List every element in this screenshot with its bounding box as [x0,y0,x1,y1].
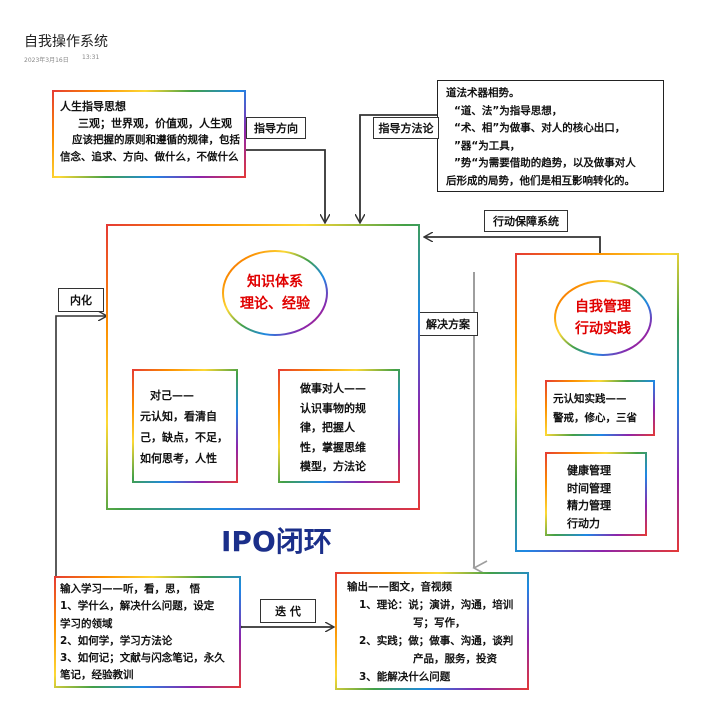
life-guide-line: 信念、追求、方向、做什么，不做什么 [60,151,239,163]
input-line: 输入学习——听，看，思， 悟 [60,583,201,595]
arrow-guide-direction [246,149,325,222]
label-guide-direction: 指导方向 [246,117,306,139]
input-line: 笔记，经验教训 [60,669,134,682]
dao-fa-line: 后形成的局势，他们是相互影响转化的。 [446,174,635,187]
input-line: 1、学什么，解决什么问题，设定 [60,600,215,613]
self-box: 对己—— 元认知，看清自 己，缺点，不足， 如何思考，人性 [132,369,238,483]
label-action-support: 行动保障系统 [484,210,568,232]
output-line: 2、实践；做；做事、沟通，谈判 [359,635,514,647]
management-list-box: 健康管理 时间管理 精力管理 行动力 [545,452,647,536]
knowledge-title: 知识体系 [247,274,303,290]
arrow-action-support [425,237,601,253]
others-line: 做事对人—— [300,382,366,395]
output-line: 3、能解决什么问题 [359,671,451,683]
others-line: 律，把握人 [300,421,355,434]
input-line: 3、如何记；文献与闪念笔记，永久 [60,652,225,665]
output-box: 输出——图文，音视频 1、理论：说；演讲，沟通，培训 写；写作， 2、实践；做；… [335,572,529,690]
self-management-title: 自我管理 [575,299,631,315]
output-line: 产品，服务，投资 [413,653,497,665]
arrow-internalize [55,316,106,576]
self-management-subtitle: 行动实践 [575,321,631,337]
label-iterate: 迭 代 [260,599,316,623]
management-item: 行动力 [567,516,600,530]
meta-practice-line: 警戒，修心，三省 [553,412,637,424]
self-line: 对己—— [150,389,194,402]
note-date: 2023年3月16日 [24,57,69,64]
others-line: 性，掌握思维 [300,440,366,454]
others-box: 做事对人—— 认识事物的规 律，把握人 性，掌握思维 模型，方法论 [278,369,400,483]
life-guide-title: 人生指导思想 [60,100,126,113]
page-title: 自我操作系统 [24,34,108,50]
knowledge-circle: 知识体系 理论、经验 [222,250,328,336]
management-item: 健康管理 [567,464,611,477]
others-line: 认识事物的规 [300,401,366,415]
management-item: 时间管理 [567,481,611,495]
self-line: 如何思考，人性 [140,452,217,465]
dao-fa-line: “道、法”为指导思想， [454,104,563,117]
self-line: 元认知，看清自 [140,410,217,423]
others-line: 模型，方法论 [300,460,366,473]
life-guide-line: 应该把握的原则和遵循的规律，包括 [72,134,240,146]
input-line: 学习的领域 [60,617,113,630]
output-line: 输出——图文，音视频 [347,581,452,593]
dao-fa-line: ”器“为工具， [454,139,521,152]
note-time: 13:31 [82,54,100,61]
ipo-loop-title: IPO闭环 [221,525,332,558]
label-internalize: 内化 [58,288,104,312]
label-guide-method: 指导方法论 [373,117,439,139]
meta-practice-line: 元认知实践—— [553,393,627,405]
dao-fa-box: 道法术器相势。 “道、法”为指导思想， “术、相”为做事、对人的核心出口， ”器… [437,80,664,192]
self-management-circle: 自我管理 行动实践 [554,280,652,356]
label-solution: 解决方案 [418,312,478,336]
life-guide-box: 人生指导思想 三观；世界观，价值观，人生观 应该把握的原则和遵循的规律，包括 信… [52,90,246,178]
input-line: 2、如何学，学习方法论 [60,634,173,647]
dao-fa-line: ”势“为需要借助的趋势，以及做事对人 [454,157,636,169]
dao-fa-line: “术、相”为做事、对人的核心出口， [454,122,626,134]
output-line: 1、理论：说；演讲，沟通，培训 [359,599,514,611]
dao-fa-line: 道法术器相势。 [446,87,520,99]
output-line: 写；写作， [413,617,466,629]
self-line: 己，缺点，不足， [140,431,228,444]
life-guide-line: 三观；世界观，价值观，人生观 [78,117,232,130]
meta-practice-box: 元认知实践—— 警戒，修心，三省 [545,380,655,436]
input-learning-box: 输入学习——听，看，思， 悟 1、学什么，解决什么问题，设定 学习的领域 2、如… [54,576,241,688]
knowledge-subtitle: 理论、经验 [240,296,310,312]
management-item: 精力管理 [567,499,611,512]
arrow-guide-method [360,114,437,222]
